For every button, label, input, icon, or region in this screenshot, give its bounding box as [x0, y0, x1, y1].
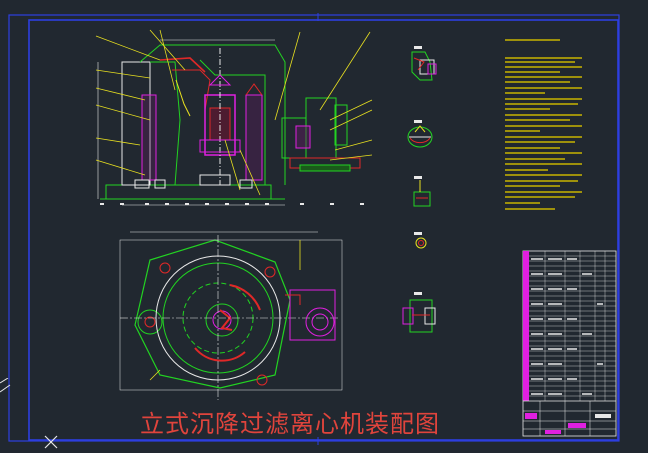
sheet-border	[8, 13, 620, 445]
detail-labels	[414, 46, 422, 295]
technical-notes	[505, 39, 582, 210]
front-view-leaders	[95, 29, 373, 196]
front-section-view[interactable]	[97, 39, 361, 206]
detail-views[interactable]	[402, 51, 437, 333]
front-view-dimension-ticks	[100, 203, 364, 205]
top-plan-view[interactable]	[119, 231, 343, 400]
parts-list-table[interactable]	[522, 250, 617, 437]
drawing-title: 立式沉降过滤离心机装配图	[140, 410, 440, 438]
ucs-axis-icon	[0, 378, 58, 449]
